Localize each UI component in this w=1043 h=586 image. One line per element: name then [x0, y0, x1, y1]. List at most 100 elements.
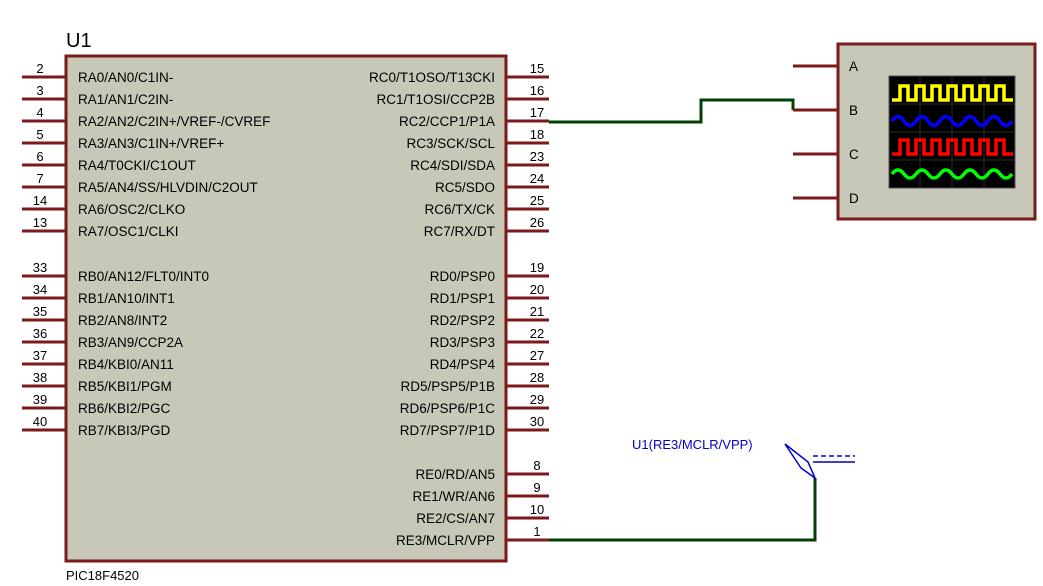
wire-net-rc2-to-scope-b[interactable]: [549, 98, 795, 124]
pin-label: RA2/AN2/C2IN+/VREF-/CVREF: [78, 114, 270, 129]
pin-label: RC2/CCP1/P1A: [399, 114, 495, 129]
left-pin-group: 2RA0/AN0/C1IN-3RA1/AN1/C2IN-4RA2/AN2/C2I…: [22, 61, 270, 438]
pin-number: 22: [530, 326, 544, 341]
pin-label: RD1/PSP1: [430, 291, 495, 306]
pin-number: 14: [33, 193, 47, 208]
pin-label: RE0/RD/AN5: [415, 467, 495, 482]
pin-number: 26: [530, 215, 544, 230]
pin-number: 15: [530, 61, 544, 76]
pin-number: 1: [533, 524, 540, 539]
pin-number: 8: [533, 458, 540, 473]
pin-label: RD6/PSP6/P1C: [400, 401, 496, 416]
pin-label: RD5/PSP5/P1B: [400, 379, 495, 394]
component-part-number: PIC18F4520: [66, 568, 139, 583]
pin-number: 33: [33, 260, 47, 275]
pin-number: 40: [33, 414, 47, 429]
microcontroller-u1[interactable]: U1 PIC18F4520 2RA0/AN0/C1IN-3RA1/AN1/C2I…: [22, 30, 549, 583]
pin-number: 21: [530, 304, 544, 319]
pin-number: 4: [36, 105, 43, 120]
pin-number: 37: [33, 348, 47, 363]
pin-label: RA1/AN1/C2IN-: [78, 92, 173, 107]
wire-net-mclr-to-probe[interactable]: [549, 478, 817, 542]
pin-number: 18: [530, 127, 544, 142]
oscilloscope-screen-grid: [889, 76, 1015, 188]
right-pin-group: 15RC0/T1OSO/T13CKI16RC1/T1OSI/CCP2B17RC2…: [369, 61, 549, 548]
pin-label: RA0/AN0/C1IN-: [78, 70, 173, 85]
pin-number: 24: [530, 171, 544, 186]
oscilloscope[interactable]: A B C D: [793, 42, 1037, 221]
pin-label: RA4/T0CKI/C1OUT: [78, 158, 196, 173]
pin-number: 29: [530, 392, 544, 407]
probe-arrow-icon[interactable]: [784, 443, 817, 481]
pin-label: RD2/PSP2: [430, 313, 495, 328]
pin-number: 6: [36, 149, 43, 164]
pin-label: RB5/KBI1/PGM: [78, 379, 172, 394]
wire-rc2-to-channel-b[interactable]: [549, 98, 795, 124]
voltage-probe[interactable]: U1(RE3/MCLR/VPP): [632, 437, 855, 481]
pin-label: RB4/KBI0/AN11: [78, 357, 174, 372]
pin-label: RE2/CS/AN7: [416, 511, 495, 526]
channel-a-label: A: [849, 59, 858, 74]
pin-label: RC1/T1OSI/CCP2B: [376, 92, 495, 107]
oscilloscope-body[interactable]: [836, 42, 1037, 221]
pin-label: RC5/SDO: [435, 180, 495, 195]
pin-number: 35: [33, 304, 47, 319]
pin-label: RB6/KBI2/PGC: [78, 401, 171, 416]
channel-a-trace: [892, 84, 1013, 102]
pin-number: 28: [530, 370, 544, 385]
pin-label: RA6/OSC2/CLKO: [78, 202, 185, 217]
pin-label: RA5/AN4/SS/HLVDIN/C2OUT: [78, 180, 258, 195]
pin-label: RE1/WR/AN6: [412, 489, 495, 504]
pin-number: 17: [530, 105, 544, 120]
pin-label: RA7/OSC1/CLKI: [78, 224, 179, 239]
wire-mclr-to-probe[interactable]: [549, 478, 817, 542]
pin-label: RB3/AN9/CCP2A: [78, 335, 183, 350]
pin-label: RE3/MCLR/VPP: [396, 533, 495, 548]
component-reference: U1: [66, 30, 92, 52]
channel-d-trace: [890, 168, 1014, 180]
ic-body[interactable]: [64, 54, 508, 563]
channel-b-label: B: [849, 103, 858, 118]
probe-label: U1(RE3/MCLR/VPP): [632, 437, 753, 452]
pin-number: 2: [36, 61, 43, 76]
channel-b-trace: [890, 114, 1014, 128]
pin-number: 27: [530, 348, 544, 363]
